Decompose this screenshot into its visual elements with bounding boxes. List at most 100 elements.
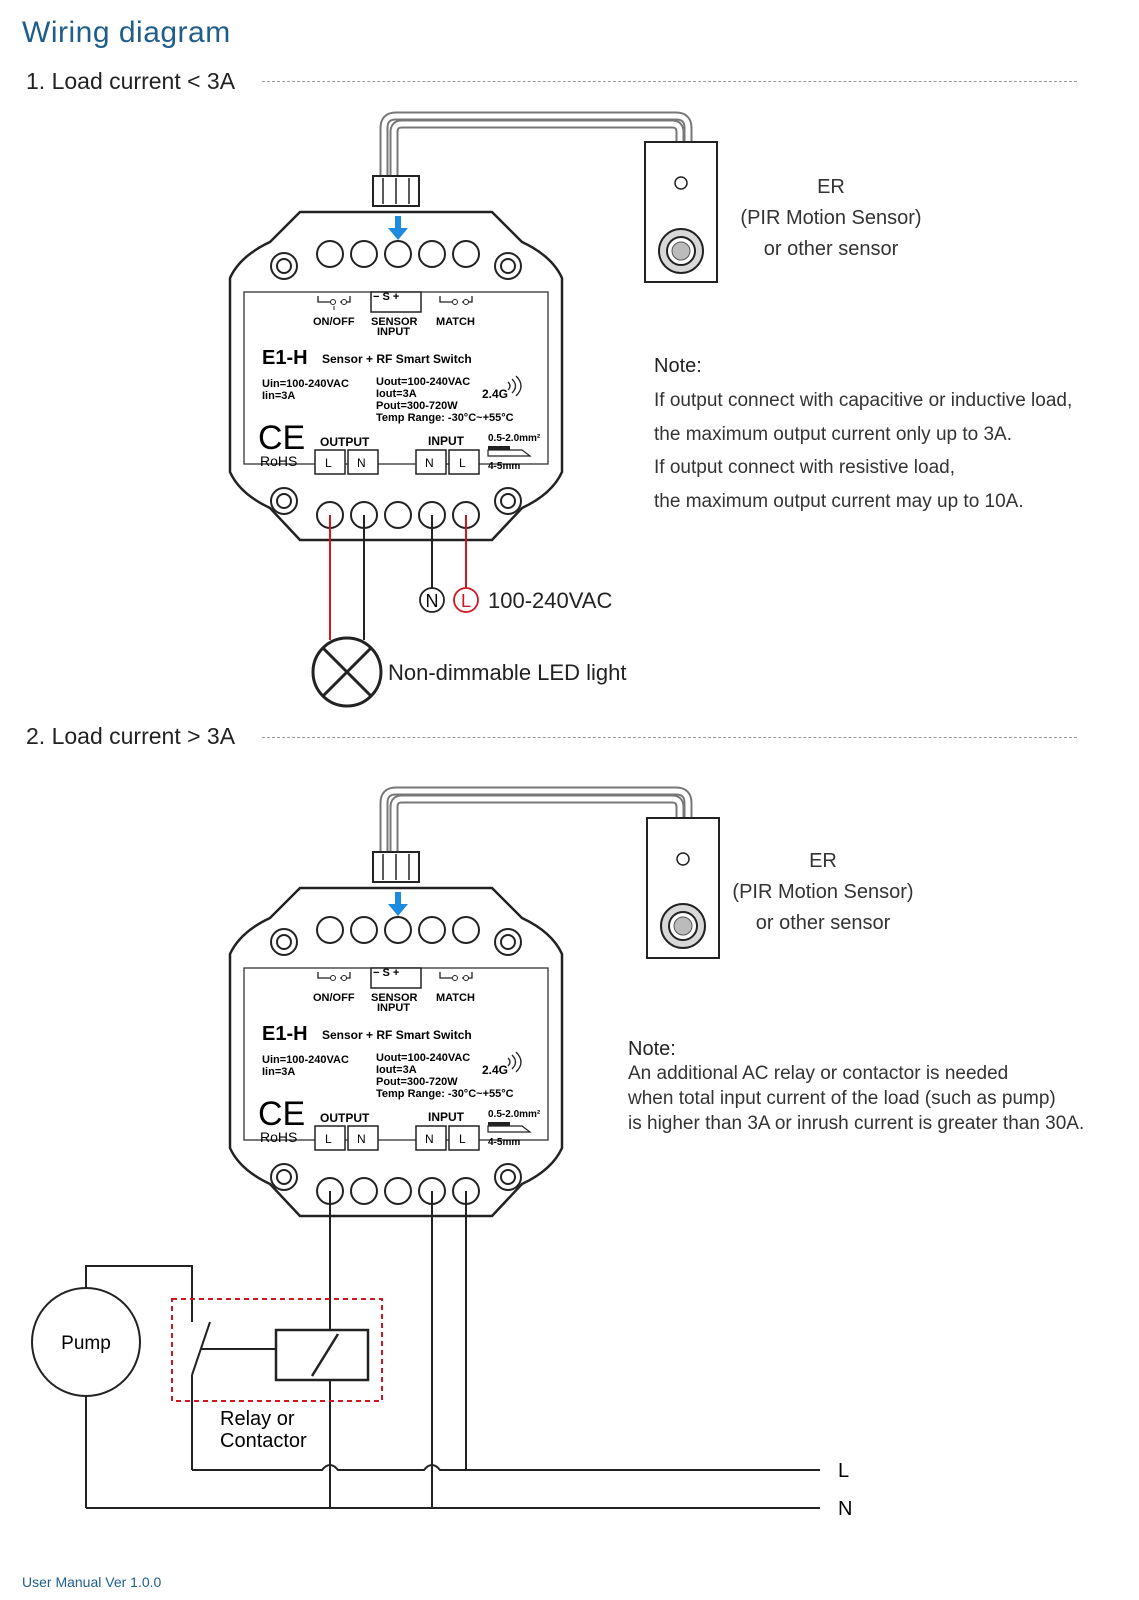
live-symbol <box>453 587 479 613</box>
supply-voltage-label: 100-240VAC <box>488 588 613 613</box>
model-label: E1-H <box>262 1023 308 1045</box>
output-n-terminal: N <box>357 456 366 470</box>
section1-note-title: Note: <box>654 355 702 377</box>
relay-wiring <box>85 1191 820 1509</box>
sensor-name: ER <box>809 850 837 872</box>
pout-label: Pout=300-720W <box>376 400 458 412</box>
wire-gauge-label: 0.5-2.0mm² <box>488 1109 541 1120</box>
relay-label-1: Relay or <box>220 1408 295 1430</box>
wiring-diagram-2: − S + ON/OFF SENSOR INPUT MATCH E1-H Sen… <box>31 786 852 1520</box>
strip-length-label: 4-5mm <box>488 1137 520 1148</box>
sensor-input-label-2: INPUT <box>377 1002 410 1014</box>
section1-note-line: the maximum output current only up to 3A… <box>654 424 1013 445</box>
section2-note-title: Note: <box>628 1038 676 1060</box>
sensor-input-label-2: INPUT <box>377 326 410 338</box>
device-subtitle: Sensor + RF Smart Switch <box>322 352 472 366</box>
iout-label: Iout=3A <box>376 388 417 400</box>
pump-icon <box>31 1287 141 1397</box>
section1-note-line: the maximum output current may up to 10A… <box>654 491 1024 512</box>
neutral-symbol <box>419 587 445 613</box>
relay-contactor-box <box>171 1298 383 1402</box>
relay-coil-icon <box>274 1328 370 1382</box>
wire-gauge-label: 0.5-2.0mm² <box>488 433 541 444</box>
supply-n-label: N <box>426 591 439 611</box>
sensor-type: (PIR Motion Sensor) <box>732 881 914 903</box>
rohs-label: RoHS <box>260 453 297 469</box>
output-l-terminal: L <box>325 1132 332 1146</box>
section2-divider <box>262 737 1077 738</box>
section1-note-line: If output connect with resistive load, <box>654 457 955 478</box>
input-n-terminal: N <box>425 1132 434 1146</box>
device-subtitle: Sensor + RF Smart Switch <box>322 1028 472 1042</box>
uin-label: Uin=100-240VAC <box>262 1054 349 1066</box>
mounting-screw-icons <box>270 928 522 1191</box>
ce-mark: CE <box>258 1095 305 1133</box>
section2-note-line: when total input current of the load (su… <box>628 1088 1056 1109</box>
output-l-terminal: L <box>325 456 332 470</box>
top-terminal-row <box>316 240 480 268</box>
iin-label: Iin=3A <box>262 1066 295 1078</box>
sensor-input-port <box>370 967 422 989</box>
sensor-type: (PIR Motion Sensor) <box>740 207 922 229</box>
temp-label: Temp Range: -30°C~+55°C <box>376 1088 514 1100</box>
rf-signal-icon <box>507 1051 522 1073</box>
match-label: MATCH <box>436 992 475 1004</box>
strip-length-label: 4-5mm <box>488 461 520 472</box>
sensor-name: ER <box>817 176 845 198</box>
mounting-screw-icons <box>270 252 522 515</box>
wiring-diagram-1: − S + ON/OFF SENSOR INPUT MATCH E1-H Sen… <box>228 111 718 708</box>
sensor-input-port <box>370 291 422 313</box>
rf-signal-icon <box>507 375 522 397</box>
pump-label: Pump <box>61 1333 111 1354</box>
iin-label: Iin=3A <box>262 390 295 402</box>
sensor-led-icon <box>674 176 688 190</box>
sensor-input-label-1: SENSOR <box>371 992 418 1004</box>
uout-label: Uout=100-240VAC <box>376 376 470 388</box>
section2-sensor-labels: ER (PIR Motion Sensor) or other sensor <box>712 846 934 939</box>
line-n-label: N <box>838 1498 852 1520</box>
temp-label: Temp Range: -30°C~+55°C <box>376 412 514 424</box>
line-l-label: L <box>838 1460 849 1482</box>
wire-strip-icon <box>487 449 532 457</box>
rf-label: 2.4G <box>482 387 508 401</box>
iout-label: Iout=3A <box>376 1064 417 1076</box>
section1-heading: 1. Load current < 3A <box>26 68 236 94</box>
sensor-led-icon <box>676 852 690 866</box>
sensor-input-label-1: SENSOR <box>371 316 418 328</box>
section1-note-line: If output connect with capacitive or ind… <box>654 390 1073 411</box>
input-l-terminal: L <box>459 1132 466 1146</box>
section2-note-line: An additional AC relay or contactor is n… <box>628 1063 1009 1084</box>
output-label: OUTPUT <box>320 435 370 449</box>
section2-heading: 2. Load current > 3A <box>26 723 236 749</box>
sensor-port-arrow-icon <box>388 228 408 240</box>
sensor-pins-label: − S + <box>373 967 399 979</box>
onoff-label: ON/OFF <box>313 992 355 1004</box>
supply-l-label: L <box>461 591 471 611</box>
sensor-pins-label: − S + <box>373 291 399 303</box>
input-label: INPUT <box>428 1110 465 1124</box>
uin-label: Uin=100-240VAC <box>262 378 349 390</box>
section2-note-line: is higher than 3A or inrush current is g… <box>628 1113 1085 1134</box>
page-title: Wiring diagram <box>22 16 231 49</box>
rohs-label: RoHS <box>260 1129 297 1145</box>
input-l-terminal: L <box>459 456 466 470</box>
sensor-port-arrow-icon <box>388 904 408 916</box>
sensor-alt: or other sensor <box>763 238 899 260</box>
rf-label: 2.4G <box>482 1063 508 1077</box>
section1-sensor-labels: ER (PIR Motion Sensor) or other sensor <box>720 172 942 265</box>
relay-label-2: Contactor <box>220 1430 307 1452</box>
onoff-label: ON/OFF <box>313 316 355 328</box>
load-label: Non-dimmable LED light <box>388 660 627 685</box>
pout-label: Pout=300-720W <box>376 1076 458 1088</box>
input-label: INPUT <box>428 434 465 448</box>
top-terminal-row <box>316 916 480 944</box>
output-label: OUTPUT <box>320 1111 370 1125</box>
output-n-terminal: N <box>357 1132 366 1146</box>
wire-strip-icon <box>487 1125 532 1133</box>
sensor-alt: or other sensor <box>755 912 891 934</box>
model-label: E1-H <box>262 347 308 369</box>
footer-version: User Manual Ver 1.0.0 <box>22 1574 162 1590</box>
match-label: MATCH <box>436 316 475 328</box>
section1-divider <box>262 81 1077 82</box>
uout-label: Uout=100-240VAC <box>376 1052 470 1064</box>
